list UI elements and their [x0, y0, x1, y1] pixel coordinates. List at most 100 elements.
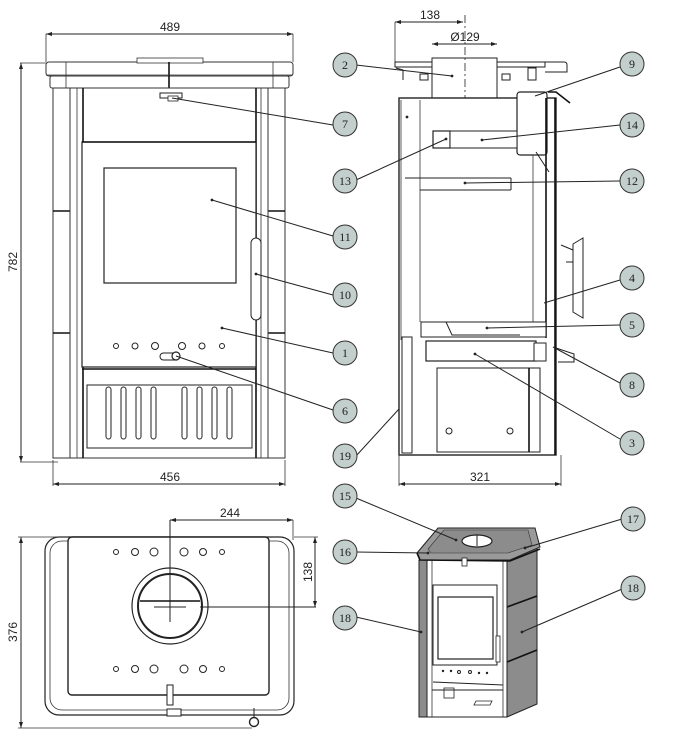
callout-circle — [619, 51, 645, 77]
callout-label: 14 — [626, 118, 638, 132]
arrow-right-icon — [287, 32, 293, 36]
side-tiles-left — [418, 559, 428, 718]
dot — [454, 538, 458, 542]
arrow-left-icon — [53, 482, 59, 486]
callout-label: 16 — [339, 545, 351, 559]
callout-3: 3 — [619, 430, 645, 456]
handle-bracket — [560, 244, 574, 263]
arrow-down-icon — [313, 601, 317, 607]
base-compartment — [436, 367, 541, 453]
vent-slot — [211, 386, 218, 440]
ash-drawer — [86, 384, 253, 449]
hole — [219, 549, 225, 555]
leader-17 — [524, 518, 623, 549]
vent-slots — [105, 386, 233, 440]
vent-slot — [181, 386, 188, 440]
callout-circle — [332, 224, 358, 250]
air-holes — [113, 342, 225, 350]
callout-label: 8 — [629, 378, 635, 392]
callout-circle — [332, 282, 358, 308]
leader-10 — [255, 273, 334, 296]
leader-11 — [211, 199, 334, 237]
hole — [199, 548, 207, 556]
arrow-up-icon — [313, 537, 317, 543]
vent-slot — [105, 386, 112, 440]
baffle-bracket — [432, 130, 451, 149]
dim-flue-offset-label: 138 — [420, 8, 440, 22]
top-air-holes — [113, 547, 225, 674]
callout-circle — [332, 111, 358, 137]
door-latch-top — [166, 684, 174, 706]
callout-label: 3 — [629, 436, 635, 450]
leader-dots — [210, 74, 527, 634]
leader-13 — [355, 138, 447, 181]
regulator-knob — [248, 716, 260, 728]
leader-12 — [464, 180, 621, 184]
dim-top-width-label: 489 — [160, 20, 180, 34]
callout-10: 10 — [332, 282, 358, 308]
callout-11: 11 — [332, 224, 358, 250]
callout-1: 1 — [332, 340, 358, 366]
dot — [405, 115, 409, 119]
iso-latch — [461, 557, 468, 567]
iso-air-holes — [441, 669, 489, 675]
callout-13: 13 — [332, 168, 358, 194]
hole — [441, 669, 445, 673]
callout-circle — [619, 112, 645, 138]
dot — [485, 326, 489, 330]
dot — [210, 198, 214, 202]
hole — [468, 670, 472, 674]
callout-label: 9 — [629, 57, 635, 71]
leader-19 — [355, 408, 400, 457]
front-leg — [401, 336, 413, 454]
tile-seam — [506, 649, 538, 663]
iso-door-bottom — [432, 681, 504, 686]
arrow-left-icon — [395, 20, 401, 24]
vent-slot — [196, 386, 203, 440]
iso-ash-part — [473, 700, 493, 706]
door-handle-side — [572, 237, 584, 319]
callout-4: 4 — [619, 265, 645, 291]
leader-6 — [175, 355, 334, 411]
hole — [149, 547, 159, 557]
callout-label: 17 — [627, 512, 639, 526]
leader-3 — [474, 353, 621, 440]
hole — [131, 665, 139, 673]
top-plate-side — [394, 61, 433, 68]
iso-glass — [437, 596, 494, 660]
hole — [219, 666, 225, 672]
dot — [254, 272, 258, 276]
dim-top-depth-label: 376 — [6, 622, 20, 642]
flue-pipe — [431, 57, 498, 101]
leader-15 — [355, 497, 457, 541]
callout-circle — [332, 539, 358, 565]
air-hole — [198, 342, 206, 350]
callout-7: 7 — [332, 111, 358, 137]
callout-circle — [332, 168, 358, 194]
air-hole — [219, 343, 225, 349]
callout-label: 11 — [339, 230, 351, 244]
air-hole — [151, 342, 159, 350]
leader-4 — [543, 279, 621, 304]
callouts: 2 7 13 11 10 1 6 19 15 16 18 9 14 12 4 5… — [332, 51, 646, 631]
callout-circle — [620, 506, 646, 532]
dot — [450, 74, 454, 78]
callout-label: 18 — [627, 581, 639, 595]
tile-seam — [506, 595, 538, 608]
leader-5 — [486, 324, 621, 329]
arrow-up-icon — [19, 537, 23, 543]
callout-label: 15 — [339, 489, 351, 503]
air-hole — [178, 342, 186, 350]
callout-circle — [619, 430, 645, 456]
grate-inner — [445, 321, 520, 336]
callout-9: 9 — [619, 51, 645, 77]
callout-15: 15 — [332, 483, 358, 509]
hole — [113, 549, 119, 555]
glass-window — [103, 167, 237, 284]
vent-slot — [120, 386, 127, 440]
callout-circle — [332, 398, 358, 424]
dot — [523, 546, 527, 550]
front-view: 489 782 — [6, 20, 294, 486]
callout-circle — [332, 52, 358, 78]
arrow-left-icon — [432, 42, 438, 46]
